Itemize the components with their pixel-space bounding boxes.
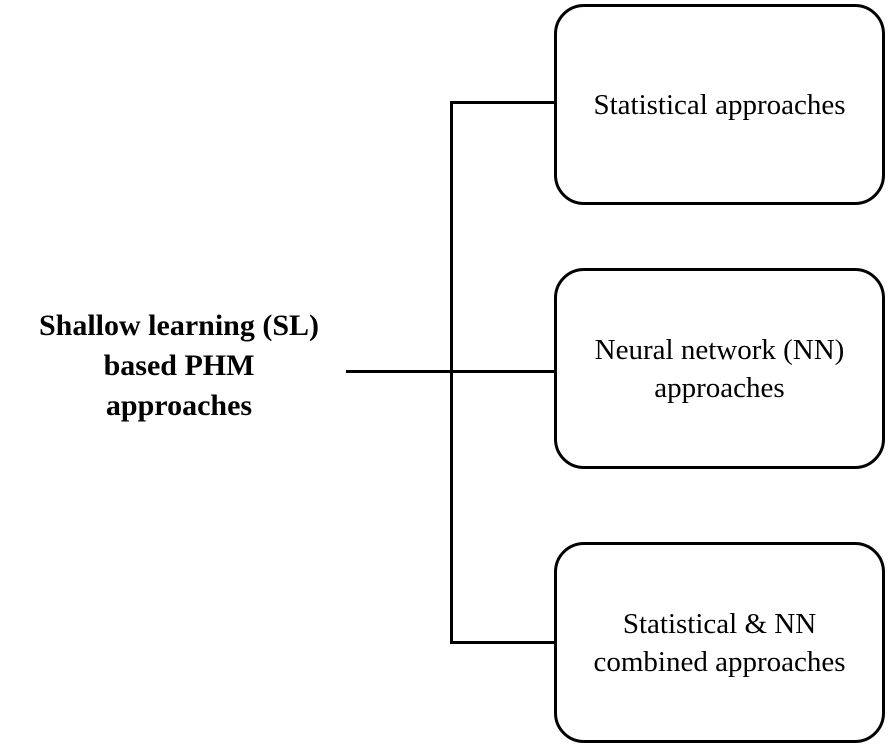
root-label-line-3: approaches <box>105 389 253 422</box>
root-label-line-1: Shallow learning (SL) <box>38 309 320 342</box>
connector-trunk-to-combined <box>450 641 555 644</box>
node-statistical-nn-combined-approaches: Statistical & NN combined approaches <box>554 542 885 743</box>
node-neural-network-approaches: Neural network (NN) approaches <box>554 268 885 469</box>
node-combined-label-line-1: Statistical & NN <box>622 607 817 640</box>
root-label-line-2: based PHM <box>103 349 255 382</box>
connector-trunk-to-statistical <box>450 101 555 104</box>
node-statistical-label-line-1: Statistical approaches <box>593 88 846 121</box>
node-combined-label-line-2: combined approaches <box>593 645 846 678</box>
node-neural-label-line-2: approaches <box>654 371 785 404</box>
node-neural-label-line-1: Neural network (NN) <box>594 333 845 366</box>
root-node-label: Shallow learning (SL) based PHM approach… <box>0 306 358 426</box>
connector-trunk-vertical <box>450 101 453 644</box>
node-statistical-approaches: Statistical approaches <box>554 4 885 205</box>
